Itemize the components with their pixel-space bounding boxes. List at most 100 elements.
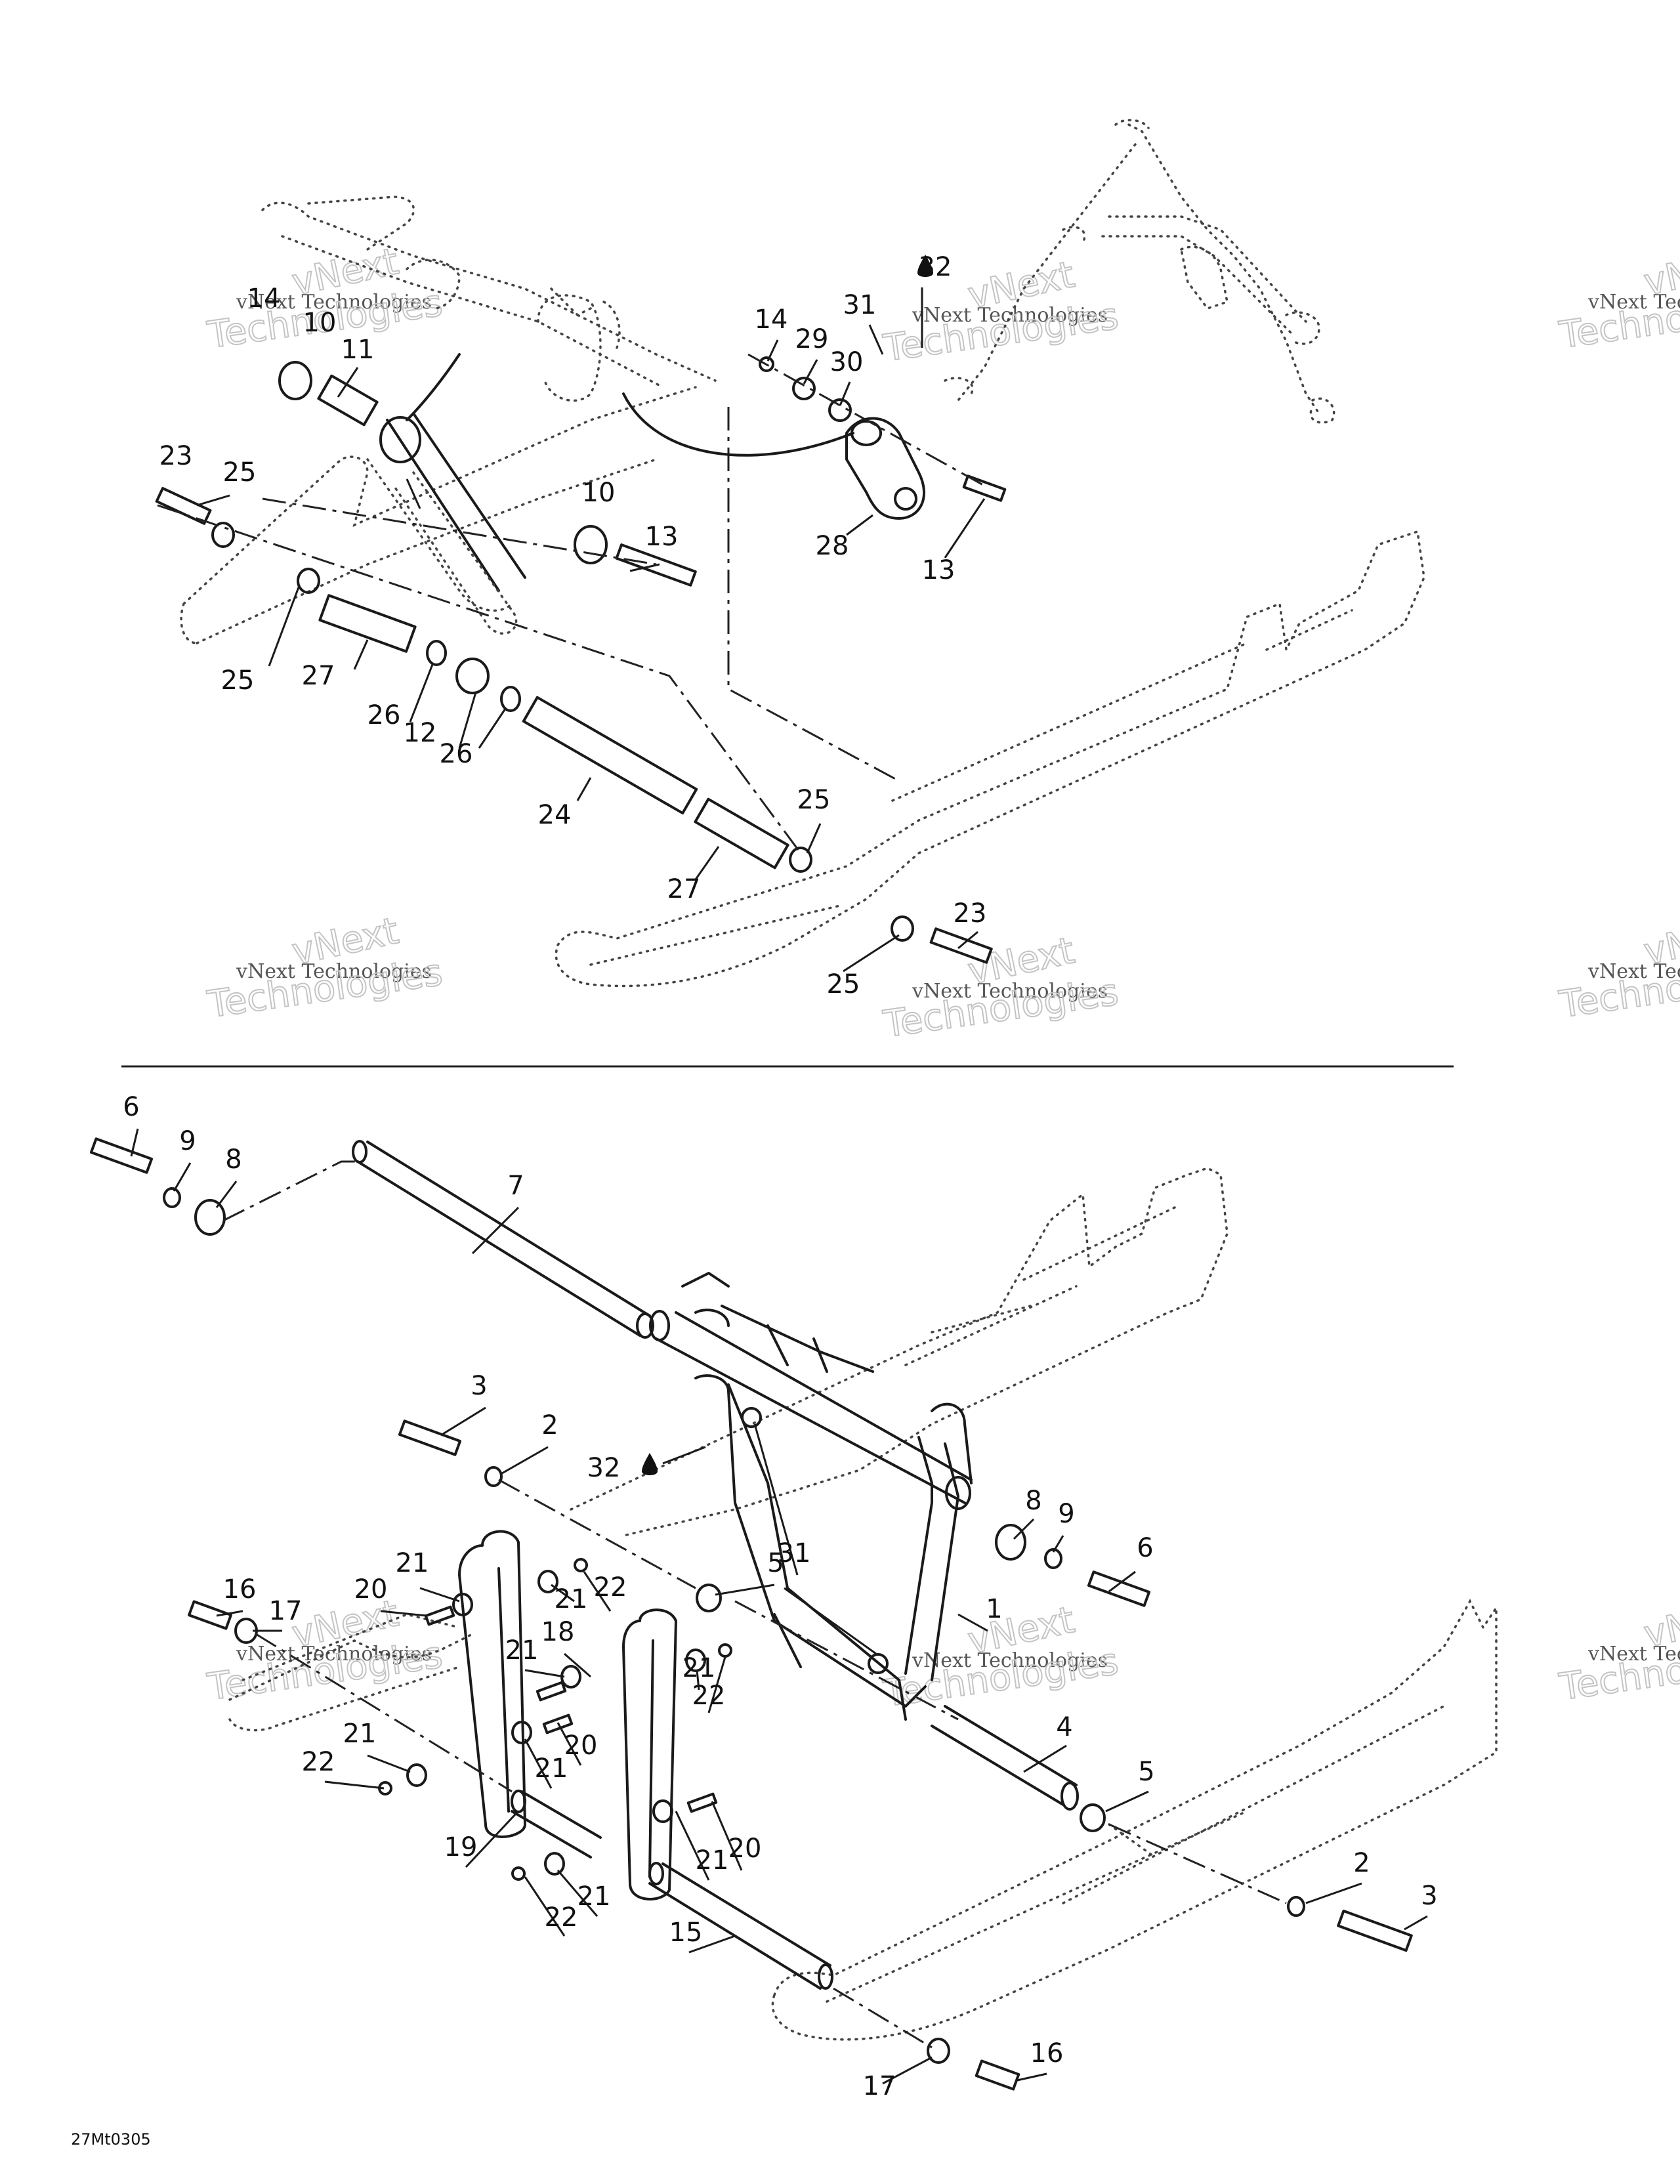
nut-part-14 [759,356,774,372]
bolt-part-6-left [89,1137,154,1174]
callout-1: 1 [986,1594,1002,1624]
leader-line [696,1670,700,1690]
leader-line [1105,1790,1149,1813]
callout-6: 6 [1137,1533,1153,1563]
leader-line [711,1801,743,1871]
watermark-line1: vNext Technologies [236,291,432,314]
bolt-part-3-right [1337,1909,1413,1952]
spacer-part-8-left [194,1199,226,1236]
washer-part-25-d [891,915,914,942]
washer-part-9-right [1044,1548,1062,1569]
tube-part-27-top [318,594,417,653]
callout-29: 29 [795,324,829,354]
callout-21: 21 [555,1584,588,1614]
leader-line [524,1669,565,1678]
callout-31: 31 [778,1538,811,1568]
leader-line [216,1610,243,1617]
callout-20: 20 [354,1574,388,1605]
upper-left-frame [180,386,697,644]
leader-line [882,2056,933,2085]
callout-8: 8 [1025,1486,1041,1516]
callout-5: 5 [1138,1757,1154,1787]
leader-line [715,1584,775,1596]
centre-line-upper-b [727,407,900,782]
leader-line [688,1935,736,1954]
callout-27: 27 [302,661,335,691]
watermark-line1: vNext Technologies [912,980,1108,1003]
callout-12: 12 [404,718,437,748]
leader-line [471,1206,520,1255]
leader-line [442,1406,486,1435]
callout-32: 32 [587,1453,621,1483]
link-hardware [378,1558,732,1881]
washer-part-25-b [297,568,320,594]
centre-line-lower-a [222,1160,358,1222]
pivot-arm-part-1 [681,1272,973,1721]
watermark-line1: vNext Technologies [1587,291,1680,314]
callout-13: 13 [645,522,679,552]
upper-frame-inner [589,609,1353,966]
leader-line [803,359,818,385]
connector-arc-left [406,353,461,421]
callout-21: 21 [578,1881,611,1912]
centre-line-upper-c [262,497,657,566]
leader-lines [130,287,1428,2085]
leader-line [1013,1518,1035,1540]
callout-21: 21 [682,1653,716,1683]
watermark-line1: vNext Technologies [1587,1643,1680,1666]
droplet-icon [917,255,933,277]
link-plate-part-18-right [622,1608,677,1900]
lower-frame-rail-front-inner [826,1705,1445,2003]
fitting-part-31-a [741,1407,762,1428]
cross-shaft-upper [649,1310,973,1510]
centre-line-lower-b [498,1479,696,1589]
tube-part-24 [522,696,698,815]
leader-line [707,1656,726,1713]
bolt-part-3-left [398,1419,462,1456]
callout-3: 3 [471,1371,487,1401]
washer-part-10 [574,525,608,564]
leader-line [353,639,369,670]
leader-line [957,1613,988,1632]
leader-line [1404,1915,1428,1931]
steering-bracket [944,119,1335,424]
shock-absorber [366,412,526,635]
tube-part-27-bottom [694,797,789,870]
leader-line [806,823,822,854]
callout-14: 14 [247,284,281,314]
centre-line-upper-a [157,504,802,854]
leader-line [406,478,421,509]
callout-9: 9 [179,1126,196,1156]
fitting-part-31-b [868,1653,889,1674]
bolt-part-6-right [1087,1570,1151,1607]
link-plate-part-18-left [458,1530,526,1838]
leader-line [556,1722,582,1766]
callout-31: 31 [843,290,877,320]
leader-line [576,777,592,801]
callout-22: 22 [692,1681,726,1711]
leader-line [524,1876,566,1937]
upper-assembly [155,119,1425,988]
callout-17: 17 [863,2071,896,2101]
callout-10: 10 [582,478,616,508]
callout-7: 7 [507,1171,524,1201]
leader-line [957,931,978,950]
washer-part-26-b [500,686,521,712]
centre-line-upper-d [747,353,985,487]
callout-16: 16 [223,1574,257,1605]
callout-24: 24 [538,800,572,830]
watermark-line1: vNext Technologies [1587,960,1680,983]
washer-part-2-left [484,1466,503,1487]
leader-line [753,1423,799,1576]
rod-part-4 [931,1705,1079,1811]
droplet-icon [642,1453,658,1475]
centre-line-lower-d [255,1633,513,1793]
callout-22: 22 [545,1902,578,1933]
leader-line [501,1446,549,1475]
leader-line [524,1738,553,1789]
bushing-part-5-right [1080,1803,1106,1832]
spacer-part-8-right [995,1524,1026,1561]
bolt-part-16-left [188,1600,232,1630]
leader-line [1052,1535,1064,1553]
